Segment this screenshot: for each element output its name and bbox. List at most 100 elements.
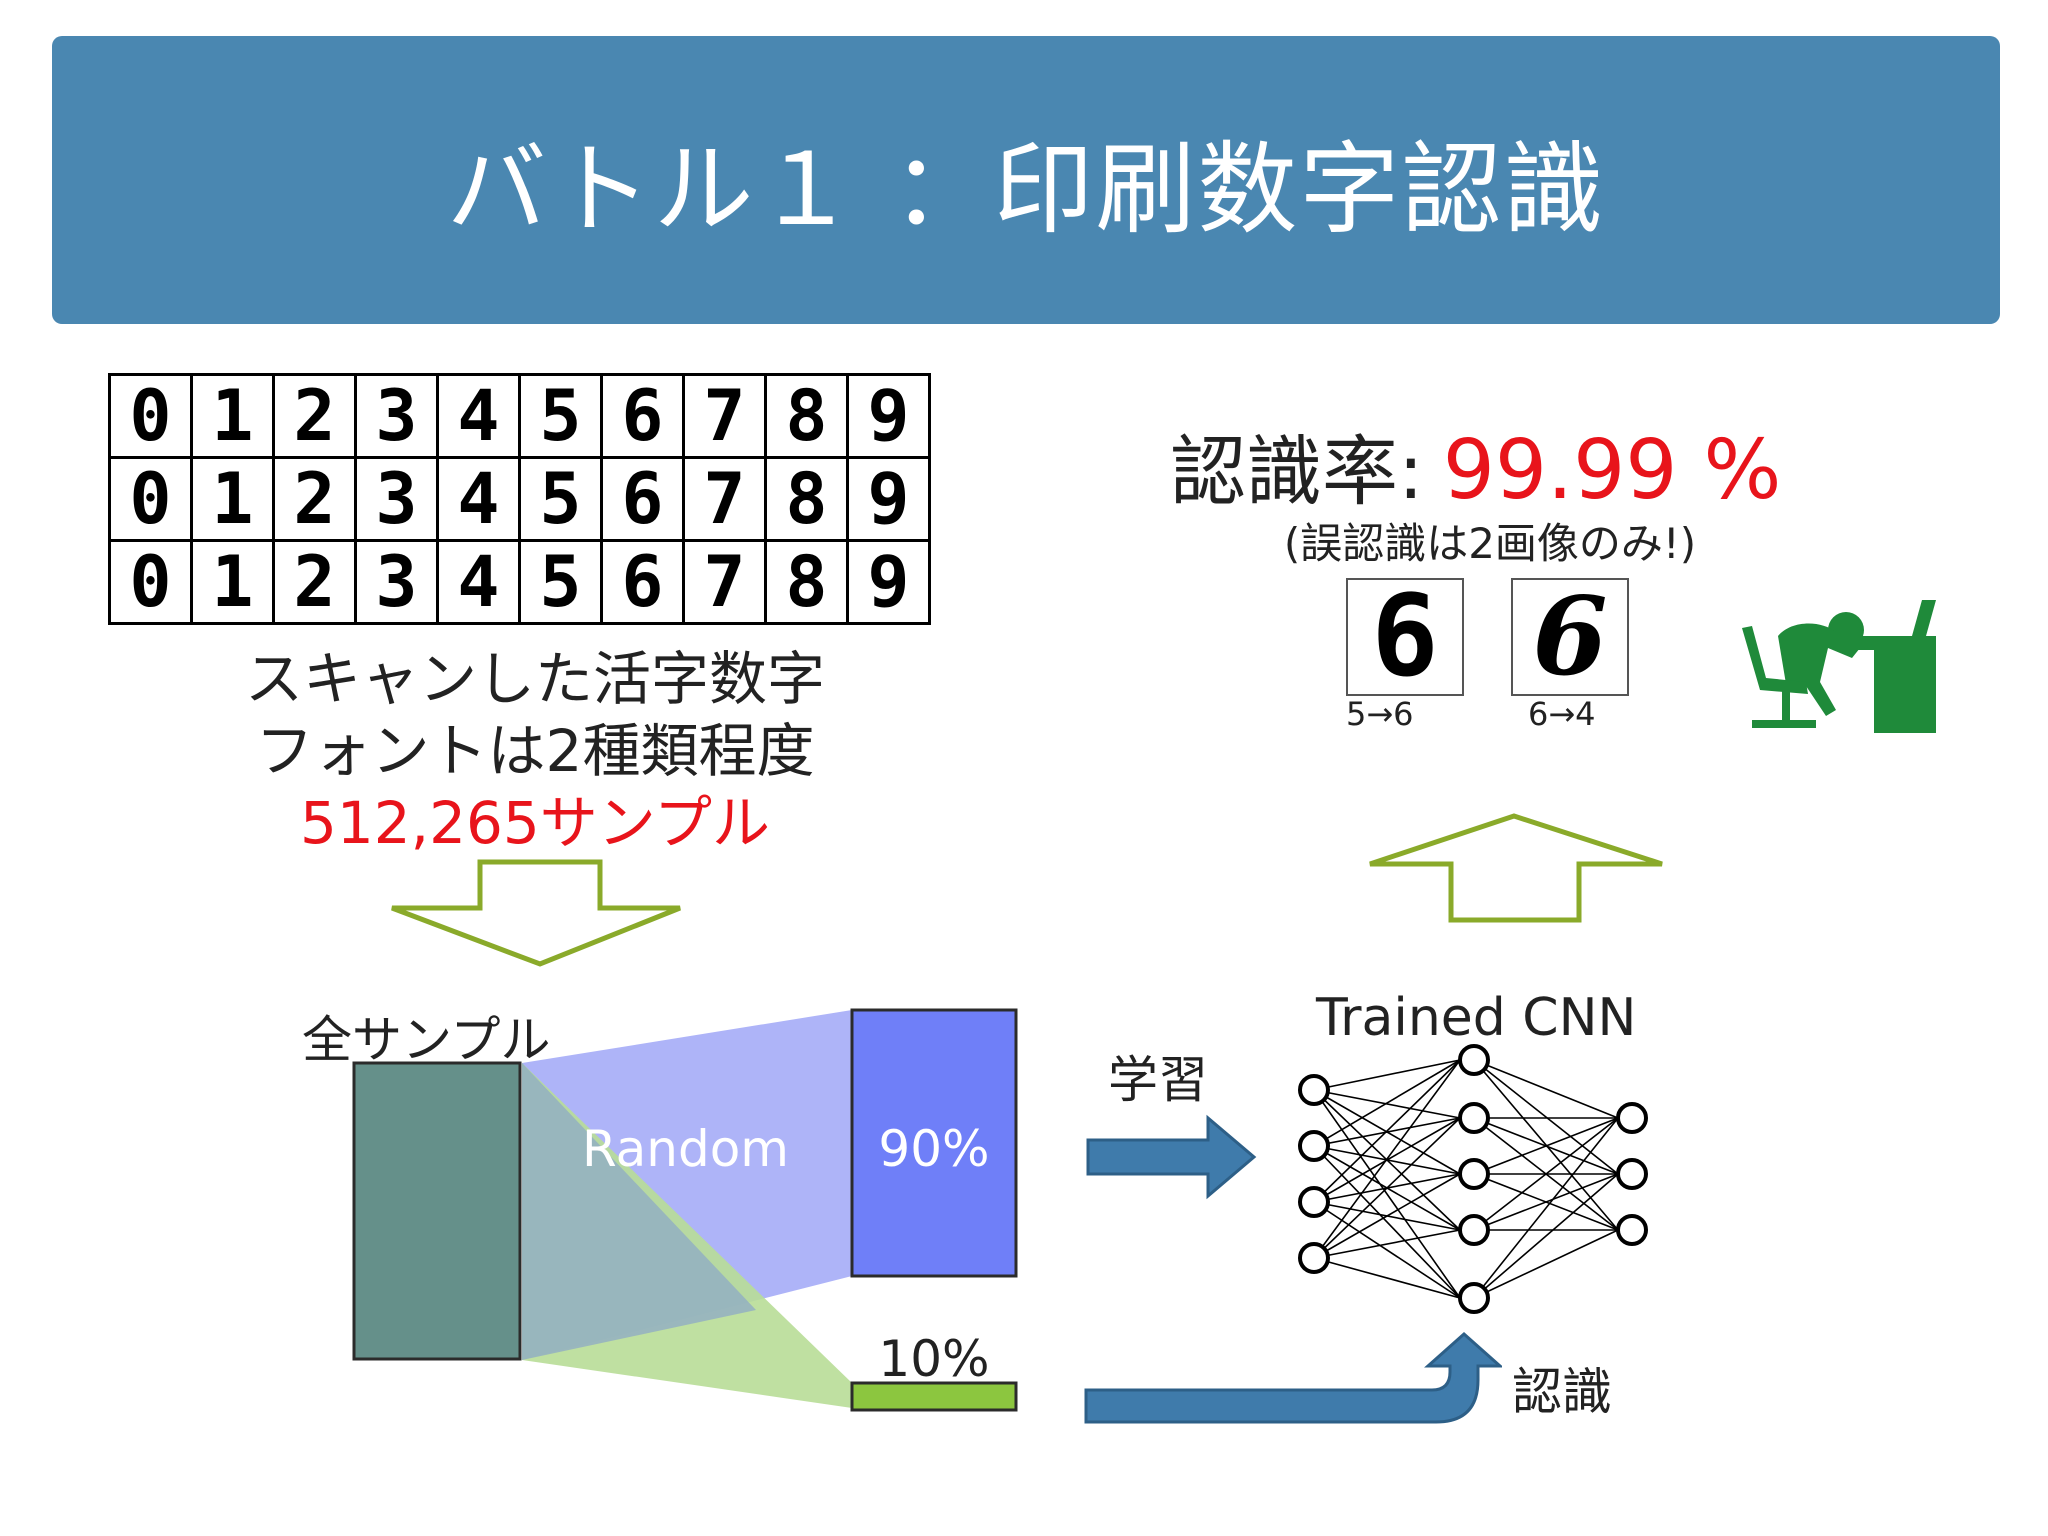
error-image-1: 6 xyxy=(1346,578,1464,696)
digit-cell: 1 xyxy=(190,373,275,459)
digit-cell: 3 xyxy=(354,373,439,459)
digit-cell: 0 xyxy=(108,539,193,625)
error-caption-2: 6→4 xyxy=(1528,695,1596,733)
digit-row: 0 1 2 3 4 5 6 7 8 9 xyxy=(108,456,931,542)
error-image-1-glyph: 6 xyxy=(1371,572,1439,702)
digit-cell: 7 xyxy=(682,539,767,625)
digit-cell: 6 xyxy=(600,373,685,459)
cnn-label: Trained CNN xyxy=(1316,988,1637,1048)
network-node xyxy=(1298,1074,1330,1106)
caption-line-scanned: スキャンした活字数字 xyxy=(244,645,825,713)
network-edge xyxy=(1473,1117,1619,1175)
network-node xyxy=(1298,1130,1330,1162)
digit-cell: 4 xyxy=(436,456,521,542)
digit-sample-grid: 0 1 2 3 4 5 6 7 8 9 0 1 2 3 4 5 6 7 8 9 … xyxy=(108,373,931,625)
digit-cell: 1 xyxy=(190,539,275,625)
digit-cell: 8 xyxy=(764,539,849,625)
network-edge xyxy=(1473,1229,1619,1299)
network-edge xyxy=(1473,1059,1619,1119)
network-node xyxy=(1298,1242,1330,1274)
digit-cell: 6 xyxy=(600,456,685,542)
caption-line-fonts: フォントは2種類程度 xyxy=(255,717,815,785)
network-edge xyxy=(1313,1145,1461,1299)
network-edge xyxy=(1313,1059,1461,1203)
network-edge xyxy=(1313,1089,1461,1119)
train-box xyxy=(850,1008,1018,1278)
neural-network-diagram xyxy=(1298,1044,1648,1314)
digit-cell: 4 xyxy=(436,373,521,459)
network-edge xyxy=(1473,1117,1619,1231)
digit-cell: 0 xyxy=(108,373,193,459)
digit-cell: 9 xyxy=(846,539,931,625)
recognition-rate-label: 認識率: xyxy=(1170,427,1424,516)
error-image-2-glyph: 6 xyxy=(1532,574,1608,700)
digit-cell: 6 xyxy=(600,539,685,625)
tired-worker-desk-icon xyxy=(1742,600,1936,733)
blue-right-arrow-icon xyxy=(1086,1114,1257,1200)
digit-cell: 5 xyxy=(518,456,603,542)
hollow-down-arrow-icon xyxy=(391,859,681,967)
network-nodes xyxy=(1298,1044,1648,1314)
digit-cell: 4 xyxy=(436,539,521,625)
sample-caption: スキャンした活字数字 フォントは2種類程度 512,265サンプル xyxy=(160,643,910,859)
network-edge xyxy=(1473,1173,1619,1231)
digit-cell: 1 xyxy=(190,456,275,542)
sample-split-diagram xyxy=(352,1008,1018,1412)
network-edge xyxy=(1473,1059,1619,1175)
network-edge xyxy=(1473,1059,1619,1231)
network-edge xyxy=(1313,1059,1461,1147)
error-caption-1: 5→6 xyxy=(1346,695,1414,733)
digit-cell: 0 xyxy=(108,456,193,542)
digit-cell: 5 xyxy=(518,539,603,625)
all-samples-label: 全サンプル xyxy=(302,1011,551,1069)
all-samples-box xyxy=(352,1061,522,1361)
error-image-2: 6 xyxy=(1511,578,1629,696)
recognize-label: 認識 xyxy=(1512,1363,1612,1421)
overlap-shade xyxy=(522,1063,756,1360)
network-connections xyxy=(1313,1059,1619,1299)
test-percent-label: 10% xyxy=(878,1330,990,1388)
network-edge xyxy=(1313,1173,1461,1259)
network-node xyxy=(1298,1186,1330,1218)
digit-cell: 3 xyxy=(354,456,439,542)
network-edge xyxy=(1313,1059,1461,1259)
random-label: Random xyxy=(582,1120,790,1178)
network-edge xyxy=(1313,1117,1461,1259)
digit-cell: 7 xyxy=(682,456,767,542)
network-node xyxy=(1458,1044,1490,1076)
network-node xyxy=(1616,1158,1648,1190)
network-edge xyxy=(1313,1089,1461,1299)
caption-line-count: 512,265サンプル xyxy=(299,789,771,857)
network-node xyxy=(1616,1102,1648,1134)
network-node xyxy=(1458,1158,1490,1190)
network-edge xyxy=(1473,1173,1619,1299)
bent-up-arrow-icon xyxy=(1084,1331,1502,1424)
network-edge xyxy=(1313,1201,1461,1299)
learn-label: 学習 xyxy=(1108,1051,1208,1109)
hollow-up-arrow-icon xyxy=(1369,813,1663,923)
digit-row: 0 1 2 3 4 5 6 7 8 9 xyxy=(108,373,931,459)
digit-cell: 8 xyxy=(764,373,849,459)
digit-cell: 8 xyxy=(764,456,849,542)
test-box xyxy=(850,1381,1018,1412)
network-node xyxy=(1458,1102,1490,1134)
title-banner: バトル１ ：印刷数字認識 xyxy=(52,36,2000,324)
misrecognition-note: (誤認識は2画像のみ!) xyxy=(1283,519,1697,568)
digit-cell: 9 xyxy=(846,373,931,459)
digit-cell: 3 xyxy=(354,539,439,625)
train-percent-label: 90% xyxy=(878,1120,990,1178)
digit-cell: 9 xyxy=(846,456,931,542)
network-node xyxy=(1616,1214,1648,1246)
digit-cell: 7 xyxy=(682,373,767,459)
recognition-rate-value: 99.99 % xyxy=(1442,423,1782,518)
page-title: バトル１ ：印刷数字認識 xyxy=(446,130,1606,248)
digit-cell: 2 xyxy=(272,373,357,459)
network-edge xyxy=(1313,1257,1461,1299)
digit-cell: 5 xyxy=(518,373,603,459)
network-edge xyxy=(1313,1059,1461,1091)
digit-cell: 2 xyxy=(272,456,357,542)
recognition-rate: 認識率: 99.99 % xyxy=(1170,410,1781,518)
network-edge xyxy=(1473,1117,1619,1299)
network-node xyxy=(1458,1214,1490,1246)
digit-cell: 2 xyxy=(272,539,357,625)
